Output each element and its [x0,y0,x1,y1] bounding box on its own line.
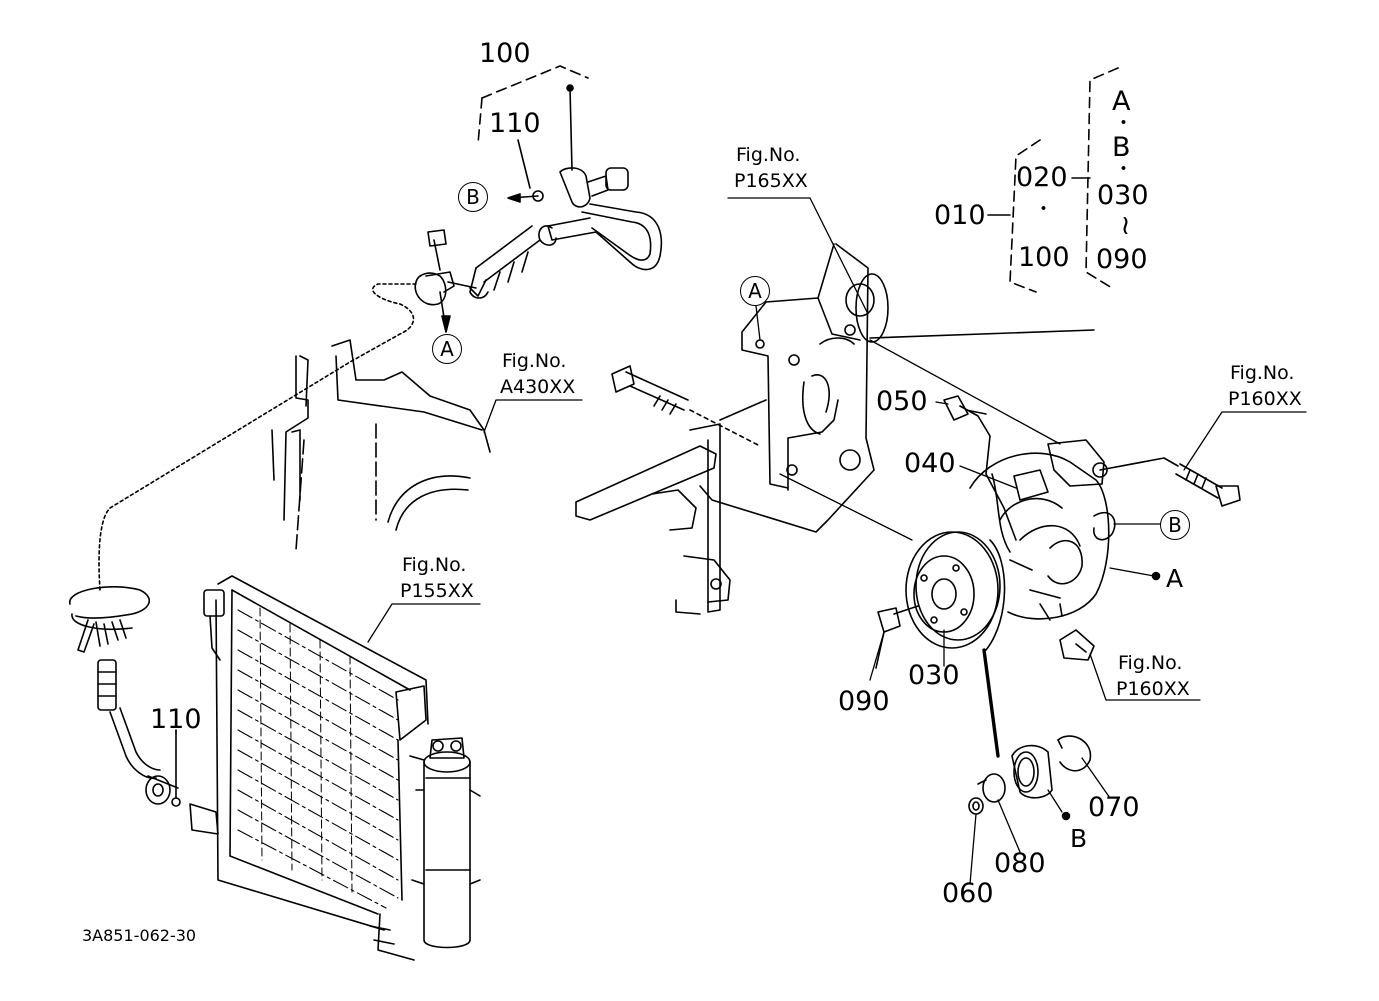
fig-ref-a430-label: Fig.No. [502,350,567,372]
liquid-hose-left [98,660,180,806]
callout-050: 050 [876,386,928,417]
receiver-drier [410,738,480,948]
drawing-code: 3A851-062-30 [82,926,197,945]
compressor-bolt [870,330,1240,506]
compressor-bracket [576,244,888,614]
label-a-compressor: A [1166,564,1184,593]
callout-080: 080 [994,848,1046,879]
fig-ref-p155-label: Fig.No. [402,554,467,576]
circled-a-bracket: A [740,276,770,306]
group-dot-3: ・ [1034,198,1054,220]
dot-b-clutch [1063,813,1070,820]
bracket-100-group [478,66,588,144]
callout-100: 100 [479,38,531,69]
fig-ref-p165-label: Fig.No. [736,144,801,166]
fig-ref-p160b-code: P160XX [1116,678,1190,700]
fig-ref-p160-label: Fig.No. [1230,362,1295,384]
callout-060: 060 [942,878,994,909]
label-b-clutch: B [1070,824,1088,853]
engine-frame [272,340,490,550]
callout-110-left: 110 [150,704,202,735]
fig-ref-a430-code: A430XX [500,376,576,398]
discharge-hose [99,85,661,590]
clamp-band [70,587,150,652]
condenser [190,576,428,960]
callout-030: 030 [908,660,960,691]
fig-ref-p160b-label: Fig.No. [1118,652,1183,674]
leader-lines [176,198,1306,884]
group-dot-2: ・ [1114,158,1134,180]
callout-010: 010 [934,200,986,231]
callout-090-right: 090 [1096,244,1148,275]
fig-ref-p155-code: P155XX [400,580,474,602]
bracket-connectors [988,178,1090,215]
callout-070: 070 [1088,792,1140,823]
fig-ref-p160-code: P160XX [1228,388,1302,410]
circled-a-hose: A [432,334,462,364]
oring-110-top [533,191,543,201]
bracket-bolt [612,366,760,446]
compressor-clutch [906,532,1005,650]
callout-030-right: 030 [1097,180,1149,211]
hose-clip [1060,630,1094,660]
bracket-010-group [1010,68,1118,292]
group-letter-b: B [1112,132,1131,163]
dot-a-compressor [1153,573,1160,580]
callout-020: 020 [1016,162,1068,193]
group-letter-a: A [1112,86,1131,117]
fig-ref-p165-code: P165XX [734,170,808,192]
compressor-body [944,396,1115,620]
circled-b-compressor: B [1160,510,1190,540]
clutch-parts [969,650,1090,814]
group-tilde: ~ [1109,214,1141,237]
callout-100-right: 100 [1018,242,1070,273]
callout-090: 090 [838,686,890,717]
group-dot-1: ・ [1114,112,1134,134]
callout-040: 040 [904,448,956,479]
circled-b-hose: B [458,182,488,212]
callout-110-top: 110 [489,108,541,139]
